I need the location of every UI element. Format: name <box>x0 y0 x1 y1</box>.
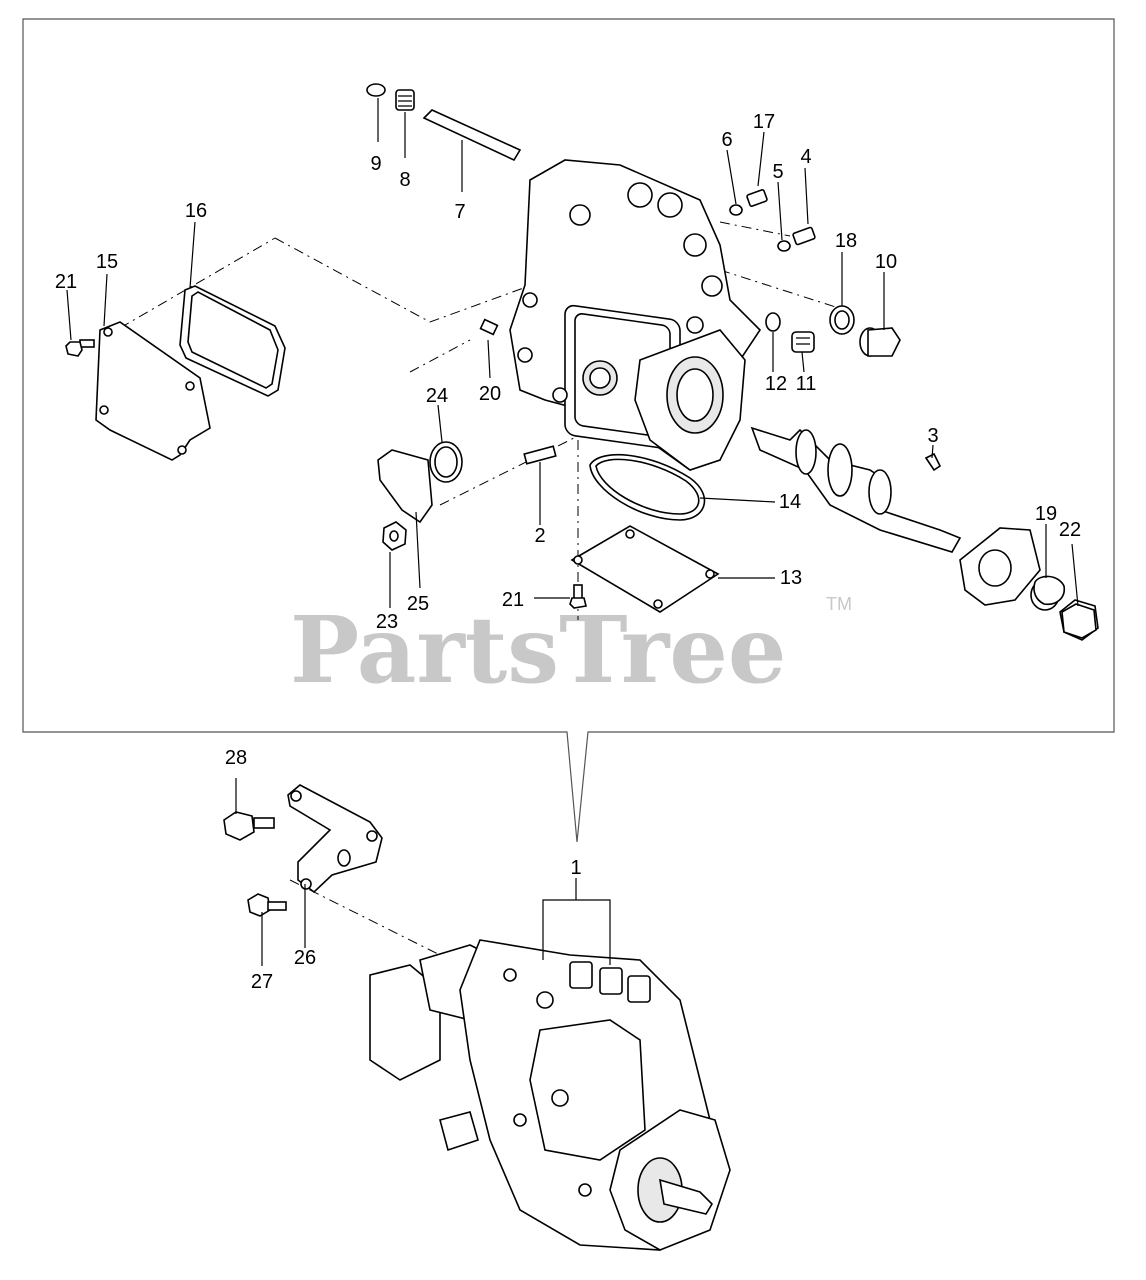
o-ring-9 <box>366 83 386 97</box>
nut-23 <box>382 521 407 551</box>
washer-19 <box>1033 575 1066 606</box>
callout-3: 3 <box>927 425 938 447</box>
tube-7 <box>422 109 522 162</box>
camshaft <box>750 426 962 553</box>
plug-11 <box>791 331 815 353</box>
stud-2 <box>523 445 557 465</box>
bolt-21-lower <box>569 584 587 609</box>
bottom-cover-13 <box>570 525 720 613</box>
valve-4 <box>792 226 816 246</box>
nut-22 <box>1061 603 1097 639</box>
callout-23: 23 <box>376 611 398 633</box>
washer-6 <box>729 204 743 216</box>
callout-28: 28 <box>225 747 247 769</box>
exploded-view-frame <box>22 18 1115 843</box>
bolt-28 <box>223 811 275 841</box>
callout-2: 2 <box>534 525 545 547</box>
key-3 <box>924 452 942 472</box>
callout-27: 27 <box>251 971 273 993</box>
callout-5: 5 <box>772 161 783 183</box>
plug-10 <box>859 327 901 357</box>
callout-17: 17 <box>753 111 775 133</box>
plug-8 <box>395 89 415 111</box>
callout-26: 26 <box>294 947 316 969</box>
bracket-26 <box>287 784 383 894</box>
callout-14: 14 <box>779 491 801 513</box>
callout-12: 12 <box>765 373 787 395</box>
callout-10: 10 <box>875 251 897 273</box>
assembled-pump <box>369 939 731 1251</box>
pump-bracket-leader <box>235 778 611 966</box>
pin-20 <box>479 318 499 336</box>
callout-24: 24 <box>426 385 448 407</box>
svg-text:PartsTree: PartsTree <box>290 596 786 704</box>
washer-12 <box>765 312 781 332</box>
callout-16: 16 <box>185 200 207 222</box>
callout-4: 4 <box>800 146 811 168</box>
partstree-watermark: PartsTree TM <box>290 594 852 704</box>
callout-20: 20 <box>479 383 501 405</box>
callout-6: 6 <box>721 129 732 151</box>
callout-8: 8 <box>399 169 410 191</box>
callout-21-lower: 21 <box>502 589 524 611</box>
washer-18 <box>829 305 855 335</box>
svg-text:TM: TM <box>826 594 852 614</box>
callout-11: 11 <box>796 373 817 395</box>
callout-9: 9 <box>370 153 381 175</box>
callout-18: 18 <box>835 230 857 252</box>
o-ring-14 <box>589 454 706 521</box>
callout-19: 19 <box>1035 503 1057 525</box>
leader-lines <box>66 98 1079 608</box>
bolt-21-upper <box>65 339 95 357</box>
callout-25: 25 <box>407 593 429 615</box>
callout-21-upper: 21 <box>55 271 77 293</box>
callout-15: 15 <box>96 251 118 273</box>
bolt-27 <box>247 893 287 917</box>
callout-labels: 1 2 3 4 5 6 7 8 9 10 11 12 13 14 15 16 1… <box>55 111 1081 993</box>
pump-housing <box>509 159 762 471</box>
callout-22: 22 <box>1059 519 1081 541</box>
o-ring-24 <box>429 441 463 483</box>
callout-13: 13 <box>780 567 802 589</box>
side-cover-15 <box>95 321 211 461</box>
callout-7: 7 <box>454 201 465 223</box>
plate-25 <box>377 449 433 524</box>
gasket-16 <box>179 285 286 397</box>
washer-5 <box>777 240 791 252</box>
valve-17 <box>746 189 768 207</box>
callout-1: 1 <box>570 857 581 879</box>
